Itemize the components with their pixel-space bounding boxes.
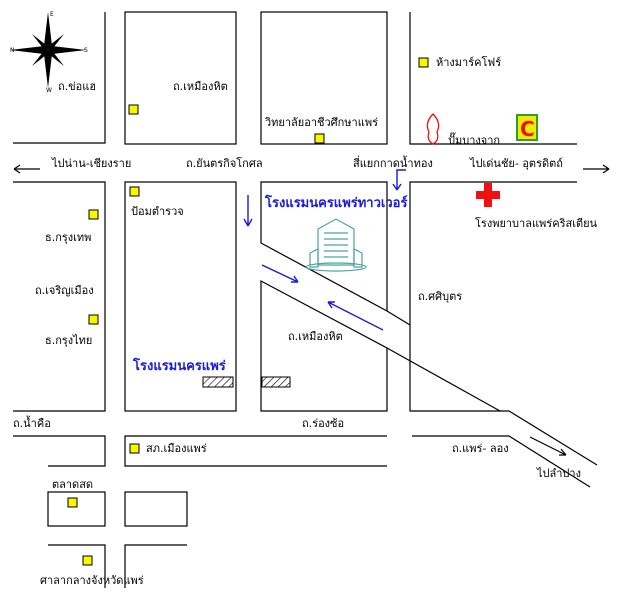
block-mid-3-lower	[260, 280, 388, 412]
block-top-2	[124, 11, 237, 145]
block-top-right	[409, 12, 577, 145]
compass-rose-icon: N S E W	[10, 11, 88, 94]
label-road-muang-hit-mid: ถ.เหมืองหิต	[288, 330, 343, 343]
label-to-nan: ไปน่าน-เชียงราย	[51, 157, 131, 170]
marker-city-hall	[82, 555, 93, 566]
road-phrae-long-edge	[412, 435, 591, 488]
label-to-den-chai: ไปเด่นชัย- อุตรดิตถ์	[469, 157, 563, 170]
arrows	[13, 164, 610, 456]
marker-muang-hit	[128, 104, 139, 115]
arrow-to-den-chai	[583, 164, 610, 174]
red-cross-icon	[476, 183, 500, 207]
block-hall-left	[48, 544, 106, 588]
label-mark-for: ห้างมาร์คโฟร์	[436, 55, 501, 69]
label-hospital: โรงพยาบาลแพร่คริสเตียน	[475, 216, 598, 230]
block-hall-right	[124, 544, 187, 588]
block-top-3	[260, 11, 388, 145]
label-road-kho-ae: ถ.ข่อแฮ	[58, 80, 96, 93]
label-post-office: สภ.เมืองแพร่	[146, 442, 207, 455]
blue-arrow-down-1	[243, 195, 253, 227]
blue-arrow-down-2	[392, 169, 406, 191]
label-road-phrae-long: ถ.แพร่- ลอง	[452, 442, 509, 455]
labels: ถ.ข่อแฮ ถ.เหมืองหิต ห้างมาร์คโฟร์ วิทยาล…	[13, 55, 598, 587]
label-road-charoen-muang: ถ.เจริญเมือง	[35, 284, 94, 297]
hotel-building-icon	[305, 218, 367, 272]
marker-market	[67, 497, 78, 508]
big-c-logo-icon: C	[516, 114, 538, 141]
compass-w-label: W	[46, 87, 52, 94]
marker-police	[129, 186, 140, 197]
diagonal-edge-2	[386, 347, 501, 412]
label-road-sasiboot: ถ.ศศิบุตร	[418, 290, 462, 303]
label-to-lampang: ไปลำปาง	[536, 467, 581, 480]
label-road-yantrakit: ถ.ยันตรกิจโกศล	[186, 156, 263, 170]
block-low-3	[124, 491, 188, 527]
compass-s-label: S	[84, 47, 88, 54]
marker-college	[314, 133, 325, 144]
label-gas-station: ปั๊มบางจาก	[448, 132, 500, 147]
marker-mark-for	[418, 57, 429, 68]
block-low-2	[124, 435, 387, 467]
label-college: วิทยาลัยอาชีวศึกษาแพร่	[264, 116, 378, 129]
label-hotel-nakhon-phrae: โรงแรมนครแพร่	[132, 357, 226, 374]
label-road-rong-sor: ถ.ร่องซ้อ	[302, 417, 344, 430]
label-road-muang-hit-top: ถ.เหมืองหิต	[173, 80, 228, 93]
block-low-left	[13, 435, 106, 467]
arrow-to-nan	[13, 164, 40, 174]
hotel-nakhon-phrae-building-2	[261, 376, 291, 388]
label-city-hall: ศาลากลางจังหวัดแพร่	[40, 574, 144, 587]
hotel-nakhon-phrae-building	[202, 376, 234, 388]
marker-krung-thai	[88, 314, 99, 325]
label-hotel-nakhon-phrae-tower: โรงแรมนครแพร่ทาวเวอร์	[264, 194, 407, 211]
block-mid-right	[409, 181, 598, 466]
label-intersection: สี่แยกกาดน้ำทอง	[353, 155, 433, 170]
block-mid-2	[124, 181, 237, 412]
block-top-left	[13, 12, 106, 144]
arrow-to-lampang	[529, 436, 567, 456]
label-market: ตลาดสด	[52, 478, 93, 491]
blue-arrow-left	[327, 301, 384, 331]
map-blocks	[13, 11, 598, 588]
bangchak-logo-icon	[426, 113, 440, 145]
label-krung-thai: ธ.กรุงไทย	[45, 334, 92, 347]
marker-post-office	[129, 443, 140, 454]
blue-arrow-right	[261, 264, 299, 283]
label-road-nam-kue: ถ.น้ำคือ	[13, 415, 51, 430]
block-market	[47, 491, 106, 527]
label-police: ป้อมตำรวจ	[131, 205, 184, 218]
label-bangkok-bank: ธ.กรุงเทพ	[45, 231, 91, 244]
compass-e-label: E	[50, 11, 54, 18]
markers	[67, 57, 429, 566]
diagonal-edge-1	[386, 310, 411, 326]
svg-text:C: C	[520, 117, 535, 141]
marker-bangkok-bank	[88, 209, 99, 220]
compass-n-label: N	[10, 47, 15, 54]
block-mid-left	[13, 181, 106, 412]
